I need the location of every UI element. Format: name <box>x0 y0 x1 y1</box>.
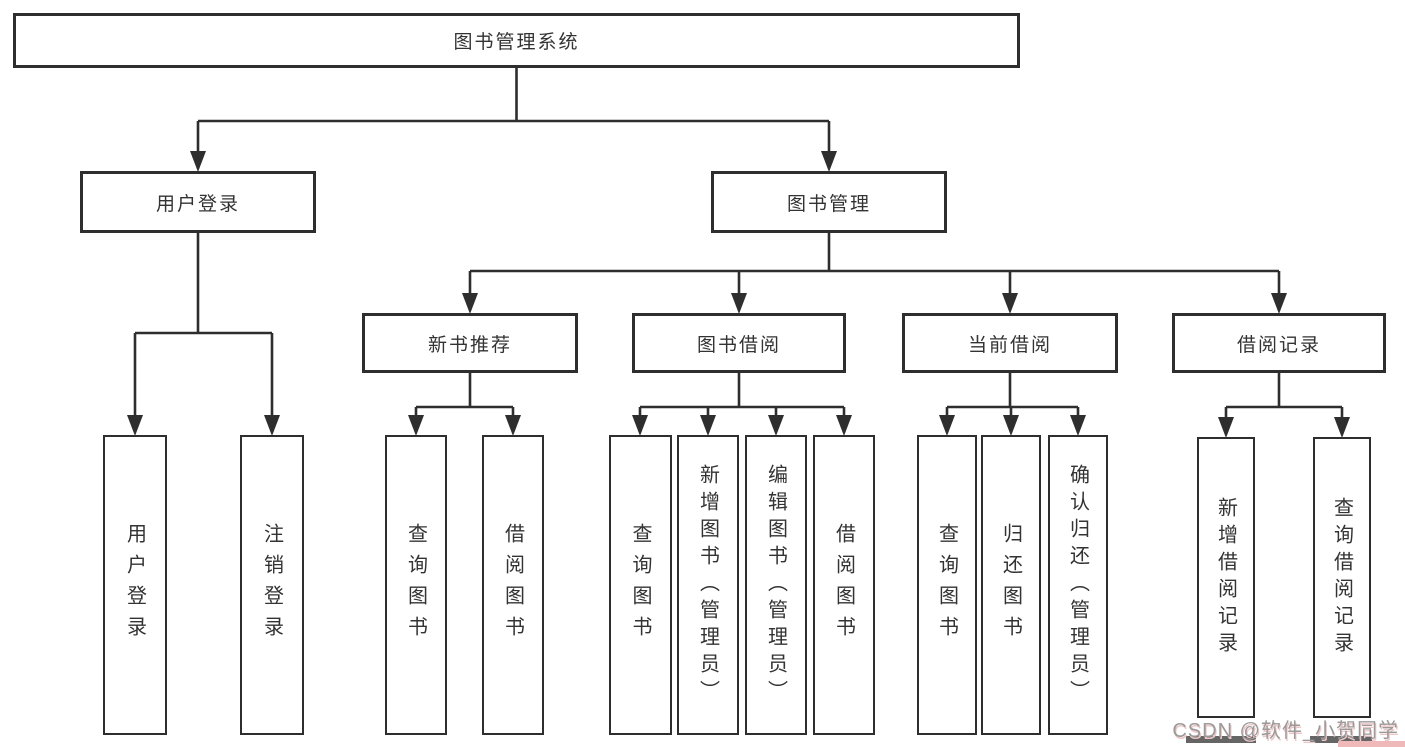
node-add-borrow-record: 新增借阅记录 <box>1197 437 1255 718</box>
node-query-books-3: 查询图书 <box>917 435 977 735</box>
node-logout: 注销登录 <box>240 435 304 735</box>
node-borrow-books-1: 借阅图书 <box>482 435 544 735</box>
node-book-management: 图书管理 <box>711 171 947 233</box>
node-query-books-1: 查询图书 <box>385 435 447 735</box>
node-borrow-books-2: 借阅图书 <box>813 435 875 735</box>
node-add-book-admin: 新增图书（管理员） <box>677 435 739 735</box>
node-return-books: 归还图书 <box>981 435 1041 735</box>
node-current-borrowing: 当前借阅 <box>902 313 1118 373</box>
node-user-login: 用户登录 <box>80 171 316 233</box>
watermark: CSDN @软件_小贺同学 <box>1172 720 1399 742</box>
connector-paths <box>133 68 1344 421</box>
watermark-artifact-bar <box>1310 736 1372 743</box>
node-edit-book-admin: 编辑图书（管理员） <box>745 435 807 735</box>
arrowheads <box>127 151 1350 438</box>
node-user-login-leaf: 用户登录 <box>103 435 167 735</box>
node-borrow-records: 借阅记录 <box>1172 313 1386 373</box>
node-query-borrow-record: 查询借阅记录 <box>1313 437 1371 718</box>
node-new-book-recommend: 新书推荐 <box>362 313 578 373</box>
node-book-borrowing: 图书借阅 <box>632 313 846 373</box>
node-query-books-2: 查询图书 <box>609 435 672 735</box>
node-library-system: 图书管理系统 <box>13 13 1020 68</box>
watermark-artifact-bar <box>1186 736 1256 743</box>
watermark-accent <box>1338 741 1405 747</box>
node-confirm-return-admin: 确认归还（管理员） <box>1048 435 1108 735</box>
